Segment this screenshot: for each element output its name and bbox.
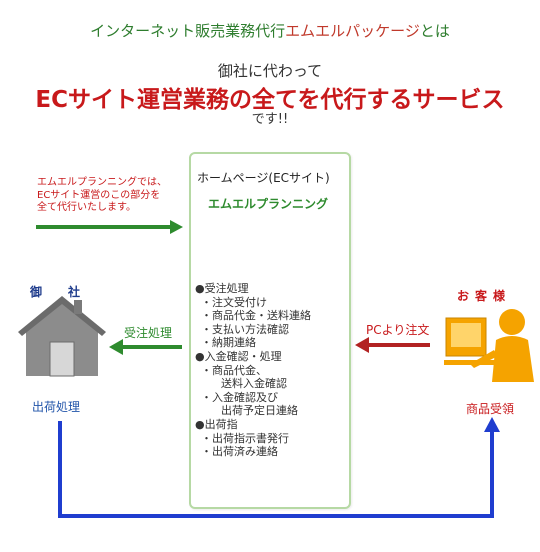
ec-site-box xyxy=(189,152,351,509)
task-list: ●受注処理 ・注文受付け ・商品代金・送料連絡 ・支払い方法確認 ・納期連絡 ●… xyxy=(195,282,345,459)
intro-accent: エムエルパッケージ xyxy=(285,22,420,40)
left-note: エムエルプランニングでは、 ECサイト運営のこの部分を 全て代行いたします。 xyxy=(37,177,187,215)
main-title: ECサイト運営業務の全てを代行するサービス xyxy=(35,87,505,113)
intro-prefix: インターネット販売業務代行 xyxy=(90,22,286,40)
subheading: 御社に代わって xyxy=(217,62,323,80)
left-note-line: エムエルプランニングでは、 xyxy=(37,177,167,188)
task-item: ・支払い方法確認 xyxy=(201,322,289,336)
receipt-caption: 商品受領 xyxy=(466,402,515,416)
left-note-line: 全て代行いたします。 xyxy=(37,202,136,213)
customer-person-icon xyxy=(444,309,534,382)
intro-line: インターネット販売業務代行エムエルパッケージとは xyxy=(0,20,540,41)
title-suffix: です!! xyxy=(251,112,289,127)
intro-suffix: とは xyxy=(419,22,450,40)
task-item: ・出荷済み連絡 xyxy=(201,445,278,459)
pc-order-arrow xyxy=(355,337,430,353)
order-processing-arrow xyxy=(109,339,182,355)
pc-order-label: PCより注文 xyxy=(366,323,430,337)
order-processing-label: 受注処理 xyxy=(124,326,173,340)
delivery-flow-line xyxy=(58,417,500,518)
left-note-line: ECサイト運営のこの部分を xyxy=(37,189,161,201)
shipping-caption: 出荷処理 xyxy=(32,400,81,414)
ec-site-title: ホームページ(ECサイト) xyxy=(197,171,330,185)
note-arrow xyxy=(36,220,183,234)
task-item: ・入金確認及び xyxy=(201,390,278,404)
task-item: ・商品代金、 xyxy=(201,363,267,377)
task-item: ・注文受付け xyxy=(201,295,267,309)
task-item: ・出荷指示書発行 xyxy=(201,431,289,445)
task-item: ・納期連絡 xyxy=(201,336,256,350)
task-item: 出荷予定日連絡 xyxy=(221,404,298,418)
company-house-icon xyxy=(18,296,106,377)
task-item: 送料入金確認 xyxy=(221,377,287,391)
company-label: 御社 xyxy=(30,285,107,299)
section-heading: ●出荷指 xyxy=(195,417,238,431)
task-item: ・商品代金・送料連絡 xyxy=(201,309,311,323)
customer-label: お客様 xyxy=(457,289,512,303)
ec-site-operator: エムエルプランニング xyxy=(207,197,328,211)
section-heading: ●入金確認・処理 xyxy=(195,349,282,363)
section-heading: ●受注処理 xyxy=(195,282,249,295)
